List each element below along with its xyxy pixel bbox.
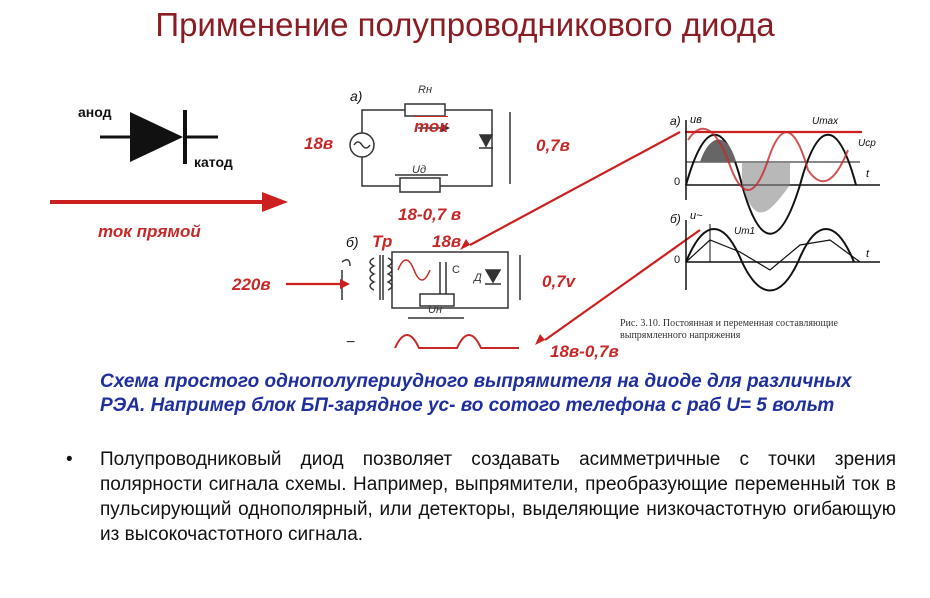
un-label-b: Uн	[428, 304, 442, 316]
diode-symbol	[100, 110, 218, 164]
graph-b-label: б)	[670, 212, 681, 226]
circuit-a-label: а)	[350, 88, 363, 104]
ud-label-a: Uд	[412, 164, 427, 176]
voltage-18-b-label: 18в	[432, 232, 462, 251]
voltage-07-a-label: 0,7в	[536, 136, 570, 155]
minus-label: −	[346, 334, 356, 351]
graph-a-zero: 0	[674, 176, 681, 188]
voltage-07-b-label: 0,7v	[542, 272, 576, 291]
circuit-b	[341, 251, 521, 319]
um1-label: Um1	[734, 226, 756, 237]
voltage-18-minus-label: 18-0,7 в	[398, 205, 462, 224]
anode-label: анод	[78, 104, 112, 120]
circuit-description: Схема простого однополупериудного выпрям…	[100, 371, 852, 416]
graph-b-zero: 0	[674, 254, 681, 266]
bullet-marker: •	[66, 449, 73, 470]
rn-label-a: Rн	[418, 84, 432, 96]
page-title: Применение полупроводникового диода	[155, 6, 775, 43]
current-label: ток	[414, 117, 448, 136]
voltage-18-minus-b-label: 18в-0,7в	[550, 342, 619, 361]
graph-b-t-axis: t	[866, 248, 870, 260]
bullet-item: • Полупроводниковый диод позволяет созда…	[66, 447, 896, 547]
umax-label: Umax	[812, 116, 839, 127]
bullet-text: Полупроводниковый диод позволяет создава…	[100, 449, 896, 545]
annotation-arrows	[286, 130, 862, 341]
forward-current-label: ток прямой	[98, 222, 201, 241]
ucp-label: Uср	[858, 138, 876, 149]
diode-d-label: Д	[474, 272, 482, 284]
voltage-18-label: 18в	[304, 134, 334, 153]
circuit-b-label: б)	[346, 234, 359, 250]
circuit-a	[349, 103, 511, 193]
diagram-area	[50, 103, 880, 349]
graph-a-t-axis: t	[866, 168, 870, 180]
graph-b-u-axis: u~	[690, 210, 703, 222]
forward-current-arrow	[50, 192, 288, 212]
capacitor-label: С	[452, 264, 460, 276]
voltage-220-label: 220в	[232, 275, 271, 294]
cathode-label: катод	[194, 154, 233, 170]
graph-a	[685, 120, 880, 235]
transformer-label: Тр	[372, 232, 393, 251]
graph-b	[685, 220, 880, 292]
graph-a-label: а)	[670, 114, 681, 128]
graph-a-u-axis: uв	[690, 114, 702, 126]
figure-caption: Рис. 3.10. Постоянная и переменная соста…	[620, 318, 838, 341]
